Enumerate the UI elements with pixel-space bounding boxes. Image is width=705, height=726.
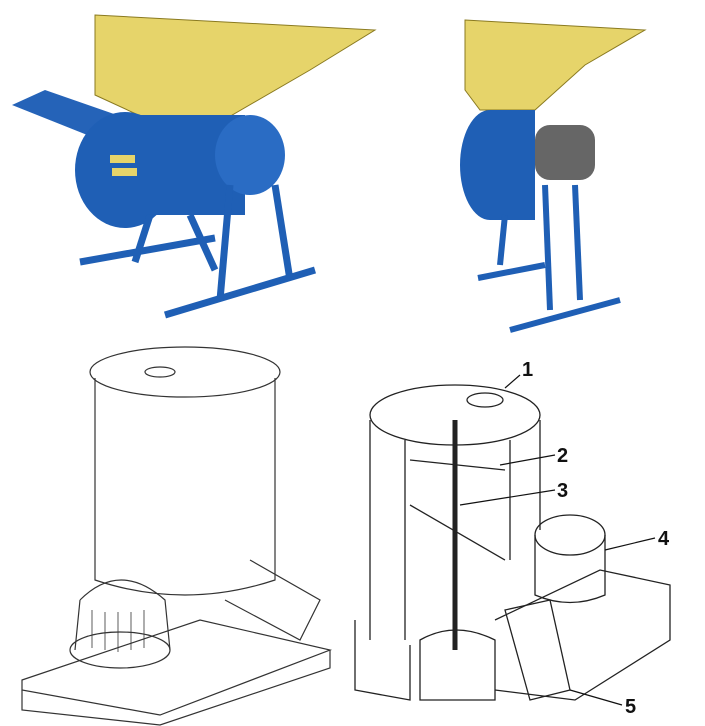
drawing-exterior [21, 346, 333, 726]
callout-2: 2 [499, 445, 568, 467]
photo-crusher-side [12, 14, 377, 319]
callout-4: 4 [604, 528, 670, 551]
photo-crusher-front [460, 19, 647, 333]
svg-text:2: 2 [557, 445, 568, 467]
svg-text:5: 5 [625, 696, 636, 718]
svg-text:3: 3 [557, 480, 568, 502]
drawing-cutaway [354, 384, 671, 701]
callout-1: 1 [504, 359, 533, 389]
callout-3: 3 [459, 480, 568, 506]
svg-text:1: 1 [522, 359, 533, 381]
callout-5: 5 [569, 689, 636, 718]
svg-text:4: 4 [658, 528, 670, 550]
